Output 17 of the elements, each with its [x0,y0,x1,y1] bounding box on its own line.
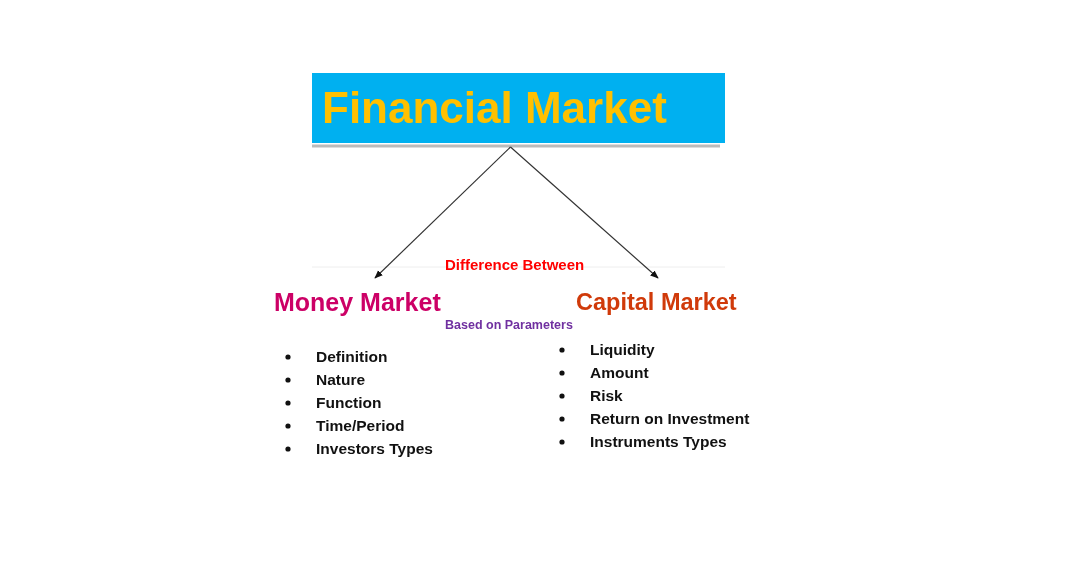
list-item: Time/Period [316,417,405,435]
list-item: Risk [590,387,623,405]
list-item: Amount [590,364,649,382]
list-item: Liquidity [590,341,655,359]
list-item: Definition [316,348,388,366]
arrow [509,146,659,279]
list-item: Investors Types [316,440,433,458]
list-item: Instruments Types [590,433,727,451]
arrow [374,146,512,279]
market-heading: Money Market [272,278,462,320]
title-box: Financial Market [312,73,725,143]
subtitle-text: Difference Between [445,256,585,273]
subtitle-text: Based on Parameters [445,318,573,332]
list-item: Function [316,394,382,412]
market-heading: Capital Market [574,278,752,318]
list-item: Nature [316,371,366,389]
list-item: Return on Investment [590,410,750,428]
